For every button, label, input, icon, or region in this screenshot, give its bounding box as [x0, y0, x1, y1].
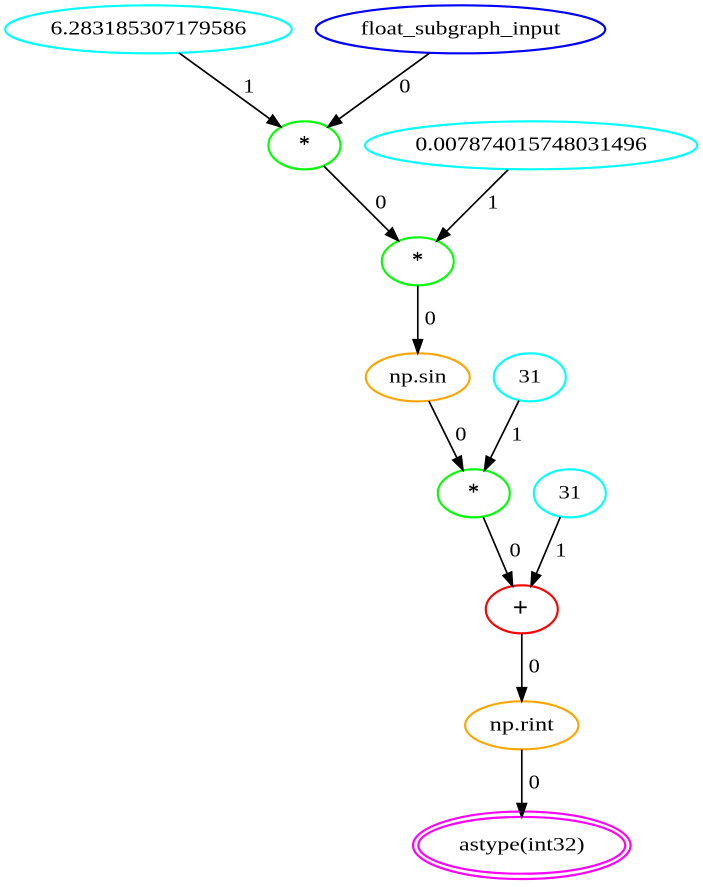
svg-text:0: 0: [399, 75, 410, 97]
svg-text:1: 1: [555, 539, 566, 561]
svg-text:1: 1: [243, 75, 254, 97]
svg-text:6.283185307179586: 6.283185307179586: [51, 17, 247, 39]
svg-text:0: 0: [425, 307, 436, 329]
svg-text:0: 0: [529, 771, 540, 793]
svg-text:0.007874015748031496: 0.007874015748031496: [415, 133, 647, 155]
svg-text:0: 0: [529, 655, 540, 677]
svg-text:1: 1: [487, 191, 498, 213]
svg-text:float_subgraph_input: float_subgraph_input: [361, 18, 562, 39]
svg-text:0: 0: [509, 539, 520, 561]
svg-text:0: 0: [375, 191, 386, 213]
svg-text:1: 1: [511, 423, 522, 445]
svg-text:np.rint: np.rint: [490, 714, 555, 735]
svg-text:31: 31: [518, 366, 541, 387]
svg-text:astype(int32): astype(int32): [459, 834, 584, 855]
svg-text:0: 0: [455, 423, 466, 445]
svg-text:31: 31: [558, 482, 581, 503]
svg-text:np.sin: np.sin: [389, 366, 447, 387]
